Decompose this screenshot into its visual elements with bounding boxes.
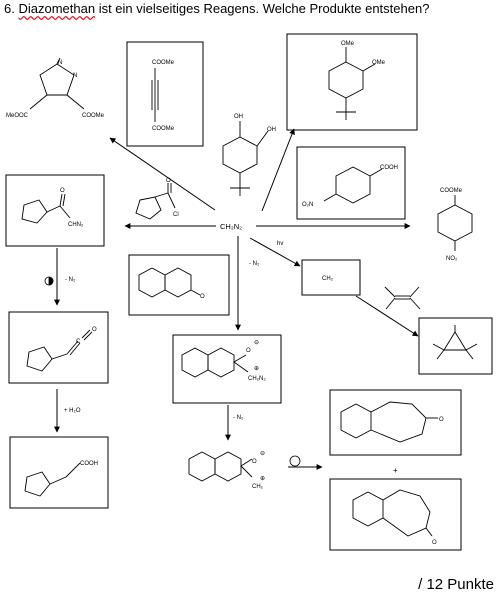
label-minus-n2-betaine: - N₂	[233, 415, 244, 421]
box-carbene	[301, 259, 361, 296]
arrow-to-anisole	[261, 128, 295, 212]
betaine-structure	[181, 347, 249, 378]
box-betaine	[172, 334, 282, 404]
betaine-o: O	[246, 348, 251, 354]
anisole-ome1: OMe	[341, 41, 355, 47]
box-alkyne	[126, 41, 204, 147]
intermediate-ch2: CH₂	[252, 484, 264, 490]
pyrazole-meooc: MeOOC	[6, 113, 29, 119]
pyrazole-n2: N	[73, 73, 77, 79]
intermediate-o: O	[252, 459, 257, 465]
label-hv: hv	[277, 241, 283, 247]
label-plus-h2o: + H₂O	[64, 408, 81, 414]
nitrobenzoic-o2n: O₂N	[302, 202, 313, 208]
loop-symbol	[289, 455, 301, 467]
diazoketone-chn2: CHN₂	[68, 222, 84, 228]
ringexp1-structure	[340, 401, 438, 443]
ketene-o: O	[92, 327, 97, 333]
nitro-ester-coome: COOMe	[440, 188, 463, 194]
diazoketone-o: O	[60, 188, 65, 194]
diazoketone-structure	[21, 193, 71, 224]
photolysis-symbol	[44, 276, 54, 286]
acid-chloride-structure	[135, 183, 176, 220]
box-acid	[9, 436, 109, 509]
arrow-to-cyclopropane	[355, 295, 419, 337]
box-tetralone	[128, 254, 230, 316]
points-label: / 12 Punkte	[418, 576, 494, 593]
ringexp1-o: O	[439, 417, 444, 423]
tetralone-structure	[138, 267, 201, 298]
pyrazole-n1: N	[58, 60, 62, 66]
nitrobenzoic-structure	[323, 166, 383, 204]
alkene-structure	[384, 286, 421, 310]
pyrazole-structure	[29, 57, 85, 110]
arrow-to-carbene	[249, 237, 301, 267]
question-title: 6. Diazomethan ist ein vielseitiges Reag…	[4, 1, 430, 16]
ketene-structure	[26, 329, 93, 372]
nitro-ester-no2: NO₂	[446, 256, 458, 262]
box-nitrobenzoic	[296, 146, 406, 220]
betaine-ch2n2: CH₂N₂	[248, 376, 266, 382]
pyrazole-coome: COOMe	[82, 113, 105, 119]
diazomethan-word: Diazomethan	[18, 1, 96, 16]
intermediate-plus: ⊕	[260, 476, 265, 482]
alkyne-coome-bottom: COOMe	[152, 126, 175, 132]
alkyne-structure	[151, 68, 159, 122]
acid-chloride-o: O	[166, 178, 171, 184]
ketene-c: C	[76, 339, 81, 345]
ringexp2-structure	[352, 489, 433, 537]
box-ringexp-1	[329, 389, 462, 456]
anisole-ome2: OMe	[372, 60, 386, 66]
box-cyclopropane	[418, 317, 493, 375]
box-diazoketone	[5, 174, 105, 247]
box-ringexp-2	[329, 478, 462, 551]
acid-structure	[24, 462, 81, 497]
acid-cooh: COOH	[80, 461, 98, 467]
betaine-minus: ⊖	[254, 340, 259, 346]
nitrobenzoic-cooh: COOH	[380, 165, 398, 171]
intermediate-structure	[188, 451, 253, 482]
arrow-to-pyrazole	[109, 137, 216, 211]
nitro-ester-structure	[437, 195, 473, 251]
catechol-oh2: OH	[267, 127, 276, 133]
box-anisole	[286, 33, 418, 131]
alkyne-coome-top: COOMe	[152, 60, 175, 66]
center-ch2n2: CH₂N₂	[220, 222, 242, 231]
box-ketene	[8, 311, 109, 384]
cyclopropane-structure	[432, 325, 478, 360]
label-minus-n2-carbene: - N₂	[249, 261, 260, 267]
anisole-structure	[328, 47, 376, 120]
label-minus-n2-wolff: - N₂	[65, 277, 76, 283]
tetralone-o: O	[200, 294, 205, 300]
plus-between-products: +	[393, 466, 398, 475]
catechol-oh1: OH	[234, 114, 243, 120]
carbene-ch2: CH₂	[322, 276, 334, 282]
catechol-structure	[222, 121, 269, 196]
intermediate-minus: ⊖	[260, 451, 265, 457]
betaine-plus: ⊕	[254, 366, 259, 372]
ringexp2-o: O	[432, 540, 437, 546]
acid-chloride-cl: Cl	[173, 212, 179, 218]
